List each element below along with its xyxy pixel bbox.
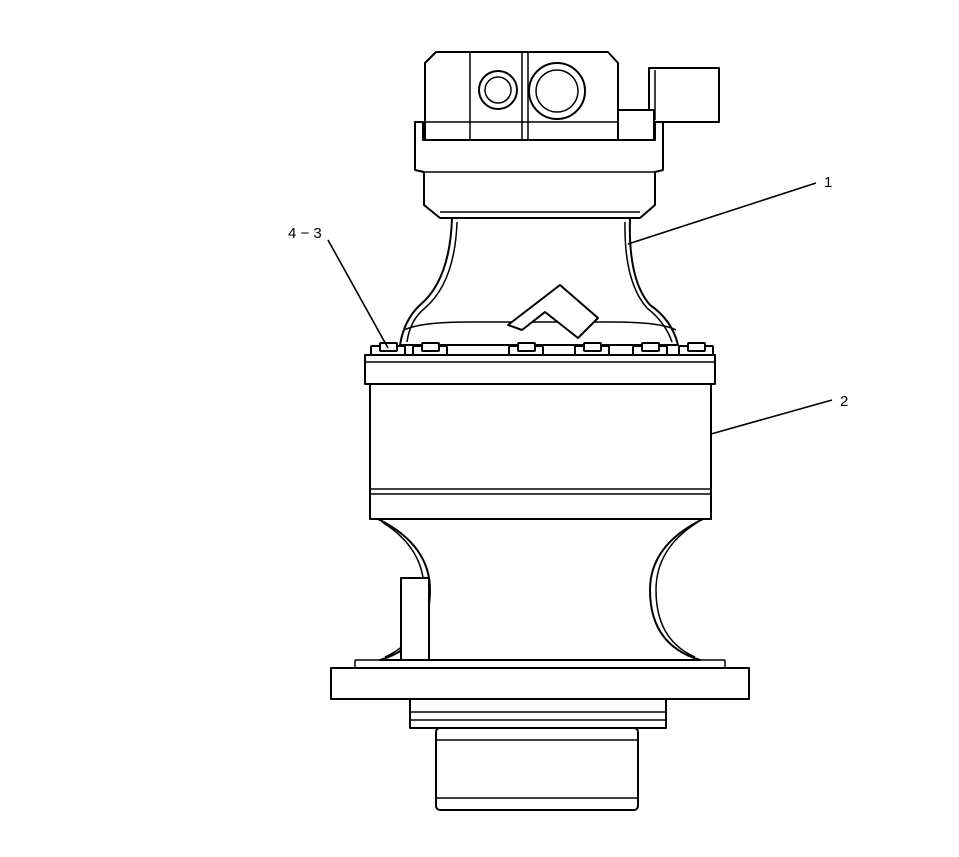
side-connector <box>617 67 720 141</box>
leader-4-3 <box>327 239 389 349</box>
valve-block <box>424 51 619 141</box>
callout-2: 2 <box>840 393 848 410</box>
motor-upper-body <box>414 121 664 219</box>
bolt <box>370 342 406 356</box>
port-right <box>528 62 586 120</box>
bolt <box>678 342 714 356</box>
gear-housing <box>369 383 712 520</box>
bolt <box>508 342 544 356</box>
callout-4-3: 4 − 3 <box>288 225 322 242</box>
pinion-collar <box>409 697 667 729</box>
flange-bolts <box>370 342 714 356</box>
output-pinion <box>435 727 639 811</box>
top-flange-ring <box>364 354 716 385</box>
leader-2 <box>710 399 833 435</box>
bolt <box>412 342 448 356</box>
leader-lines <box>327 182 833 435</box>
lower-housing <box>377 518 704 661</box>
mounting-flange <box>330 659 750 700</box>
leader-1 <box>627 182 817 245</box>
bolt <box>632 342 668 356</box>
callout-1: 1 <box>824 174 832 191</box>
bolt <box>574 342 610 356</box>
motor-neck <box>399 217 679 346</box>
